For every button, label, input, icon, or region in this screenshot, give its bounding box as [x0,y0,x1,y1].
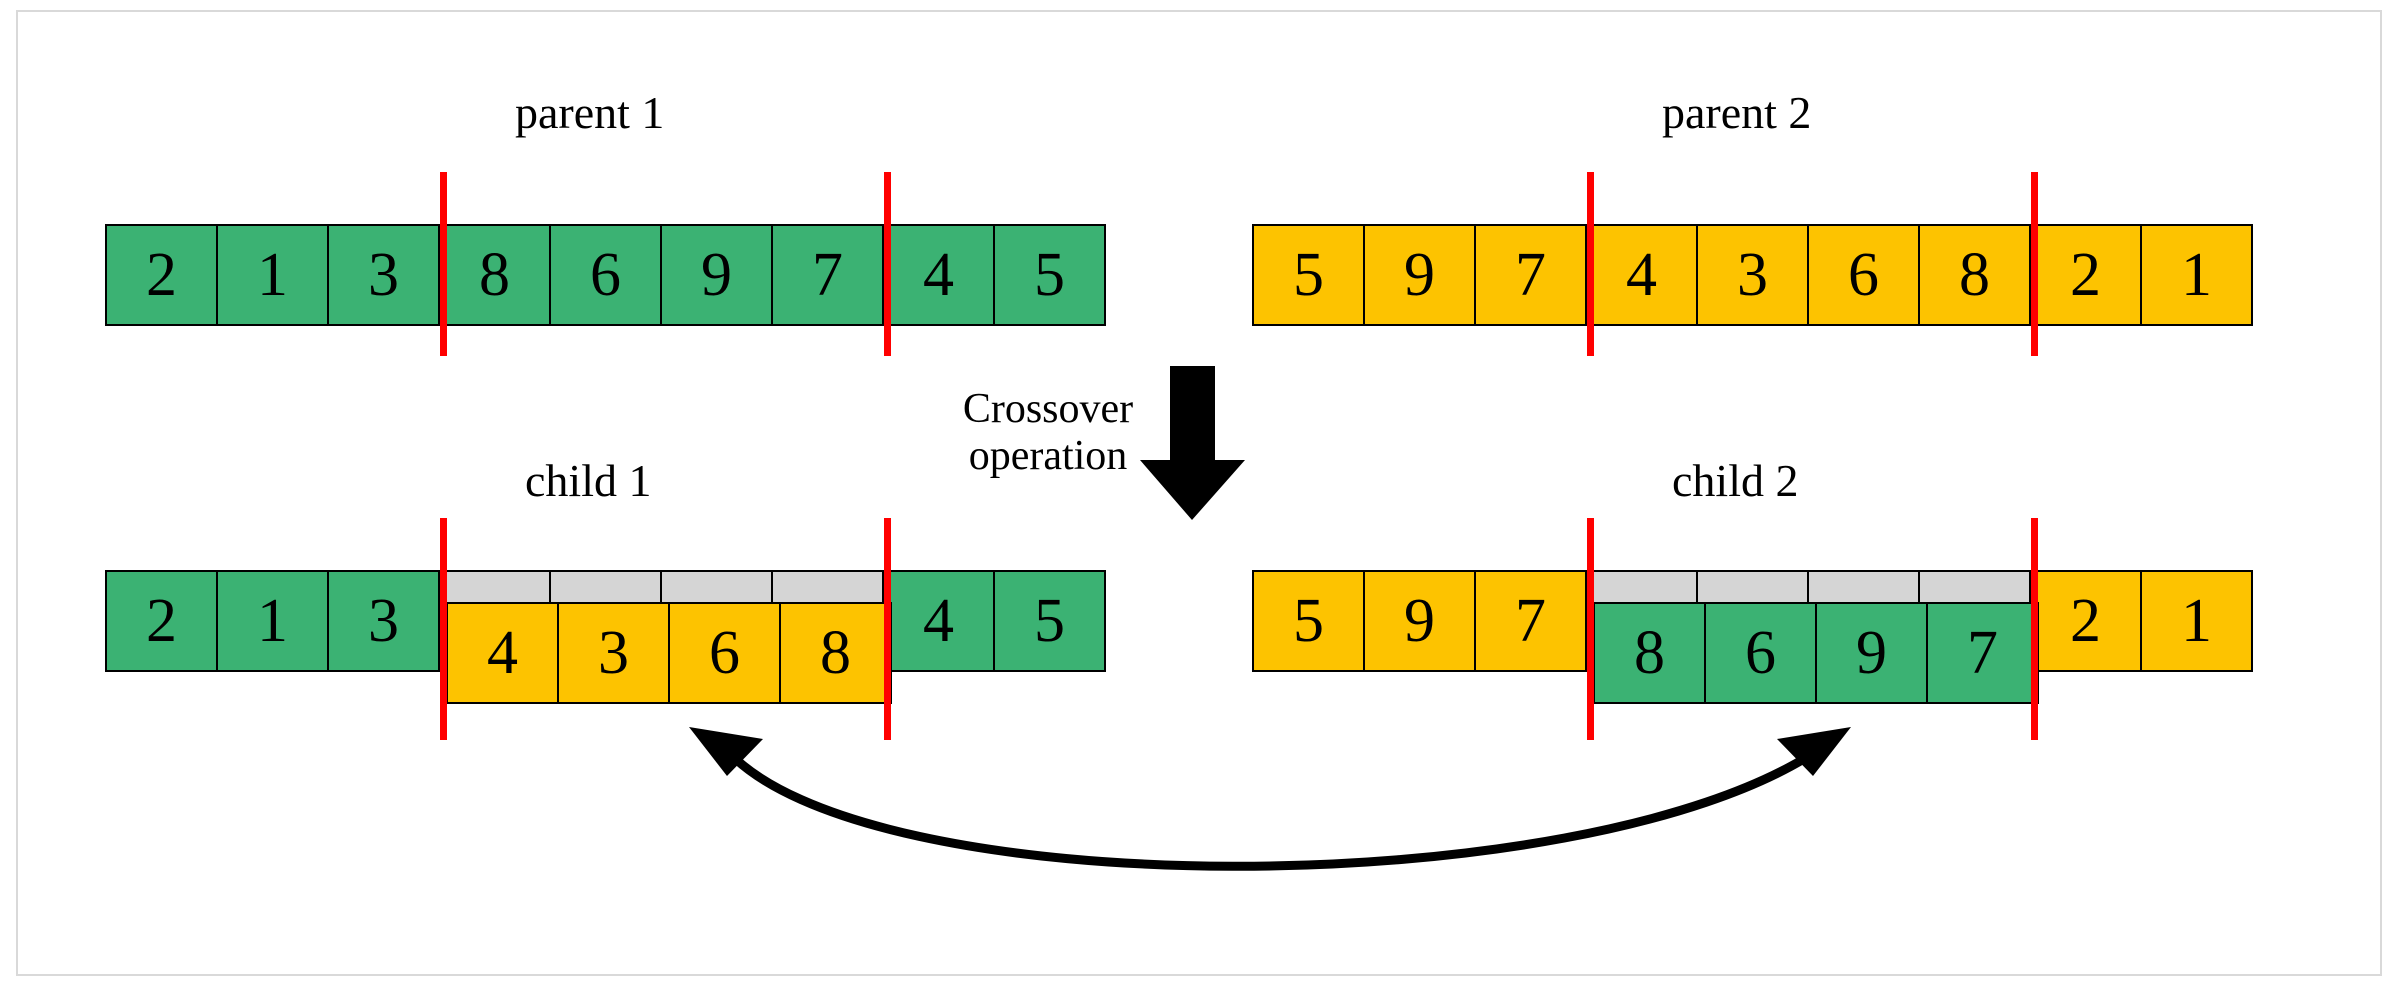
gene-cell: 3 [1696,224,1809,326]
gene-cell: 4 [446,602,559,704]
gene-cell: 5 [993,224,1106,326]
gene-cell: 3 [557,602,670,704]
child-1-label: child 1 [525,455,652,506]
gene-cell: 4 [882,570,995,672]
gene-cell: 4 [882,224,995,326]
gene-cell: 1 [216,224,329,326]
child-2-cut-line-left [1587,518,1594,740]
gene-cell: 3 [327,224,440,326]
parent-2-cut-line-right [2031,172,2038,356]
gene-cell: 8 [438,224,551,326]
gene-cell: 1 [2140,224,2253,326]
child-1-cut-line-right [884,518,891,740]
parent-1-chromosome: 2 1 3 8 6 9 7 4 5 [105,224,1106,326]
gene-cell: 6 [668,602,781,704]
gene-cell: 1 [216,570,329,672]
gene-cell: 2 [2029,570,2142,672]
child-2-label: child 2 [1672,455,1799,506]
child-1-inserted-segment: 4 3 6 8 [446,602,892,704]
gene-cell: 2 [105,570,218,672]
gene-cell: 8 [779,602,892,704]
gene-cell: 4 [1585,224,1698,326]
gene-cell: 3 [327,570,440,672]
gene-cell: 9 [1815,602,1928,704]
double-headed-curved-arrow-icon [689,727,1851,871]
gene-cell: 6 [1704,602,1817,704]
gene-cell: 1 [2140,570,2253,672]
gene-cell: 2 [2029,224,2142,326]
gene-cell: 9 [660,224,773,326]
gene-cell: 9 [1363,224,1476,326]
gene-cell: 7 [1926,602,2039,704]
gene-cell: 5 [1252,570,1365,672]
parent-1-cut-line-right [884,172,891,356]
parent-1-label: parent 1 [515,87,665,138]
gene-cell: 6 [549,224,662,326]
gene-cell: 7 [771,224,884,326]
child-1-cut-line-left [440,518,447,740]
crossover-operation-label: Crossover operation [938,386,1158,480]
gene-cell: 7 [1474,570,1587,672]
parent-2-label: parent 2 [1662,87,1812,138]
gene-cell: 8 [1593,602,1706,704]
crossover-operation-line-1: Crossover [962,386,1134,432]
gene-cell: 9 [1363,570,1476,672]
gene-cell: 8 [1918,224,2031,326]
gene-cell: 5 [1252,224,1365,326]
gene-cell: 2 [105,224,218,326]
crossover-operation-line-2: operation [968,433,1128,480]
gene-cell: 7 [1474,224,1587,326]
parent-2-chromosome: 5 9 7 4 3 6 8 2 1 [1252,224,2253,326]
child-2-cut-line-right [2031,518,2038,740]
gene-cell: 6 [1807,224,1920,326]
parent-1-cut-line-left [440,172,447,356]
gene-cell: 5 [993,570,1106,672]
parent-2-cut-line-left [1587,172,1594,356]
canvas-border [16,10,2382,976]
child-2-inserted-segment: 8 6 9 7 [1593,602,2039,704]
